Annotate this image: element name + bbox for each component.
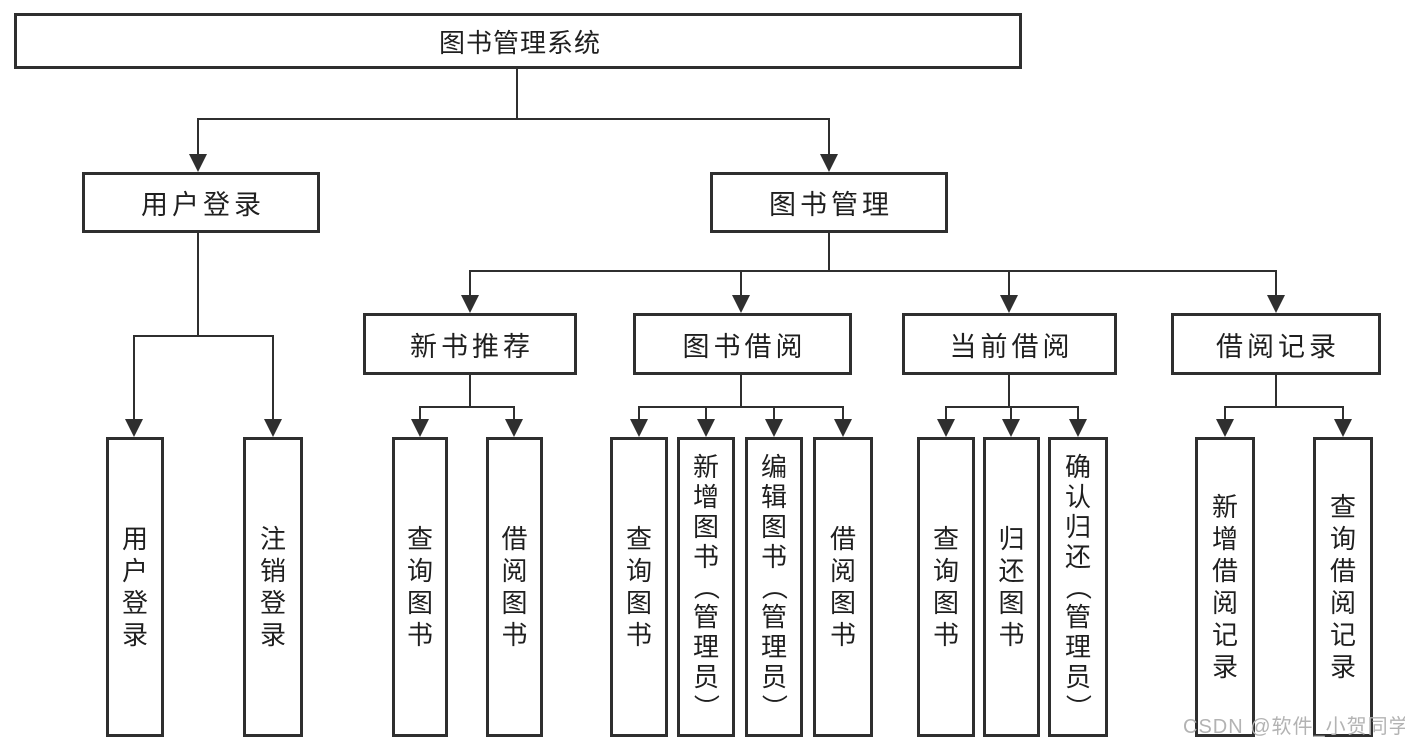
connector-line xyxy=(469,375,471,408)
connector-line xyxy=(945,406,947,421)
connector-line xyxy=(469,270,471,297)
arrowhead-down-icon xyxy=(1334,419,1352,437)
arrowhead-down-icon xyxy=(125,419,143,437)
connector-line xyxy=(419,406,421,421)
connector-line xyxy=(133,335,135,421)
arrowhead-down-icon xyxy=(505,419,523,437)
node-root-system: 图书管理系统 xyxy=(14,13,1022,69)
connector-line xyxy=(272,335,274,421)
connector-line xyxy=(773,406,775,421)
arrowhead-down-icon xyxy=(937,419,955,437)
arrowhead-down-icon xyxy=(189,154,207,172)
arrowhead-down-icon xyxy=(697,419,715,437)
node-user-login-group: 用户登录 xyxy=(82,172,320,233)
leaf-query-books-current: 查询图书 xyxy=(917,437,975,737)
arrowhead-down-icon xyxy=(1216,419,1234,437)
leaf-edit-book-admin: 编辑图书（管理员） xyxy=(745,437,803,737)
connector-line xyxy=(945,406,1079,408)
leaf-borrow-books-recommend: 借阅图书 xyxy=(486,437,543,737)
arrowhead-down-icon xyxy=(411,419,429,437)
leaf-return-book: 归还图书 xyxy=(983,437,1040,737)
leaf-add-book-admin: 新增图书（管理员） xyxy=(677,437,735,737)
connector-line xyxy=(1008,270,1010,297)
connector-line xyxy=(197,118,199,158)
arrowhead-down-icon xyxy=(1000,295,1018,313)
connector-line xyxy=(1224,406,1226,421)
connector-line xyxy=(197,233,199,337)
arrowhead-down-icon xyxy=(834,419,852,437)
node-new-book-recommend: 新书推荐 xyxy=(363,313,577,375)
leaf-user-login: 用户登录 xyxy=(106,437,164,737)
node-book-management-group: 图书管理 xyxy=(710,172,948,233)
arrowhead-down-icon xyxy=(264,419,282,437)
arrowhead-down-icon xyxy=(461,295,479,313)
connector-line xyxy=(197,118,830,120)
leaf-borrow-books-borrow: 借阅图书 xyxy=(813,437,873,737)
arrowhead-down-icon xyxy=(732,295,750,313)
arrowhead-down-icon xyxy=(1002,419,1020,437)
connector-line xyxy=(1008,375,1010,408)
node-current-borrow: 当前借阅 xyxy=(902,313,1117,375)
arrowhead-down-icon xyxy=(630,419,648,437)
connector-line xyxy=(638,406,640,421)
arrowhead-down-icon xyxy=(1069,419,1087,437)
connector-line xyxy=(1077,406,1079,421)
connector-line xyxy=(638,406,844,408)
csdn-watermark: CSDN @软件_小贺同学 xyxy=(1183,716,1405,738)
connector-line xyxy=(419,406,515,408)
connector-line xyxy=(513,406,515,421)
node-book-borrow: 图书借阅 xyxy=(633,313,852,375)
connector-line xyxy=(1342,406,1344,421)
leaf-add-borrow-record: 新增借阅记录 xyxy=(1195,437,1255,737)
connector-line xyxy=(1275,270,1277,297)
leaf-query-books-borrow: 查询图书 xyxy=(610,437,668,737)
connector-line xyxy=(1010,406,1012,421)
connector-line xyxy=(828,233,830,272)
connector-line xyxy=(842,406,844,421)
connector-line xyxy=(1275,375,1277,408)
leaf-query-borrow-record: 查询借阅记录 xyxy=(1313,437,1373,737)
connector-line xyxy=(133,335,274,337)
arrowhead-down-icon xyxy=(1267,295,1285,313)
arrowhead-down-icon xyxy=(820,154,838,172)
connector-line xyxy=(828,118,830,158)
connector-line xyxy=(740,375,742,408)
node-borrow-records: 借阅记录 xyxy=(1171,313,1381,375)
leaf-confirm-return-admin: 确认归还（管理员） xyxy=(1048,437,1108,737)
arrowhead-down-icon xyxy=(765,419,783,437)
connector-line xyxy=(1224,406,1344,408)
connector-line xyxy=(516,69,518,120)
connector-line xyxy=(705,406,707,421)
connector-line xyxy=(469,270,1277,272)
leaf-query-books-recommend: 查询图书 xyxy=(392,437,448,737)
connector-line xyxy=(740,270,742,297)
leaf-logout: 注销登录 xyxy=(243,437,303,737)
